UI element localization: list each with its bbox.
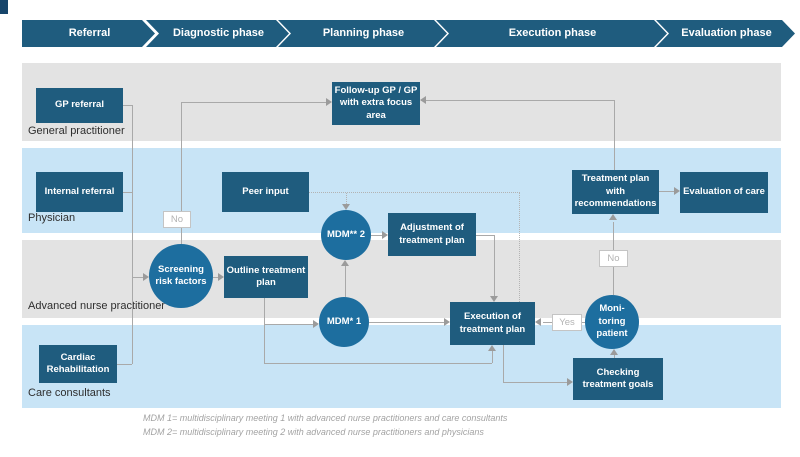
phase-chevron-evaluation: Evaluation phase: [656, 20, 795, 47]
connector-trec-to-followup: [421, 100, 615, 101]
flow-node-peer-input: Peer input: [222, 172, 309, 212]
connector-execution-down: [503, 345, 504, 382]
flow-node-outline-treatment-plan: Outline treatment plan: [224, 256, 308, 298]
flow-node-gp-referral: GP referral: [36, 88, 123, 123]
decision-label-no-monitoring: No: [599, 250, 628, 267]
flow-node-treatment-plan-recommendations: Treatment plan with recommendations: [572, 170, 659, 214]
connector-execution-to-checking: [503, 382, 567, 383]
flow-node-screening-risk-factors: Screening risk factors: [149, 244, 213, 308]
arrowhead-into-trec-bottom: [609, 214, 617, 220]
arrowhead-into-monitoring: [610, 349, 618, 355]
connector-outline-to-execution: [264, 363, 492, 364]
connector-up-into-execution: [492, 351, 493, 363]
arrowhead-into-mdm1: [313, 320, 319, 328]
connector-to-screening: [132, 277, 143, 278]
flow-node-mdm1: MDM* 1: [319, 297, 369, 347]
arrowhead-into-adjustment: [382, 231, 388, 239]
connector-peer-to-mdm2-dotted: [346, 193, 347, 204]
connector-trec-up: [614, 100, 615, 170]
arrowhead-into-checking: [567, 378, 573, 386]
arrowhead-into-followup-left: [326, 98, 332, 106]
connector-internal-referral-out: [123, 192, 132, 193]
flow-node-execution-treatment-plan: Execution of treatment plan: [450, 302, 535, 345]
flow-node-mdm2: MDM** 2: [321, 210, 371, 260]
flow-node-adjustment-treatment-plan: Adjustment of treatment plan: [388, 213, 476, 256]
connector-screening-to-outline: [213, 277, 218, 278]
arrowhead-into-execution-right: [535, 318, 541, 326]
connector-referral-trunk: [132, 105, 133, 364]
connector-peer-dotted-v: [519, 192, 520, 302]
lane-label-advanced-nurse-practitioner: Advanced nurse practitioner: [28, 300, 165, 312]
flow-node-evaluation-of-care: Evaluation of care: [680, 172, 768, 213]
connector-peer-dotted-h: [309, 192, 520, 193]
arrowhead-into-followup-right: [420, 96, 426, 104]
flow-node-followup-gp: Follow-up GP / GP with extra focus area: [332, 82, 420, 125]
arrowhead-into-mdm2-bottom: [341, 260, 349, 266]
connector-checking-to-monitoring: [614, 353, 615, 358]
arrowhead-into-execution-left: [444, 318, 450, 326]
phase-chevron-planning: Planning phase: [278, 20, 447, 47]
phase-chevron-execution: Execution phase: [436, 20, 667, 47]
connector-trec-to-evaluation: [659, 191, 678, 192]
phase-chevron-diagnostic: Diagnostic phase: [146, 20, 289, 47]
connector-mdm1-to-mdm2: [345, 266, 346, 297]
connector-mdm2-to-adjustment: [371, 235, 382, 236]
arrowhead-into-execution-top: [490, 296, 498, 302]
flow-node-cardiac-rehabilitation: Cardiac Rehabilitation: [39, 345, 117, 383]
lane-care-consultants: [22, 325, 781, 408]
arrowhead-into-screening: [143, 273, 149, 281]
arrowhead-into-mdm2-top: [342, 204, 350, 210]
flow-node-monitoring-patient: Moni-toring patient: [585, 295, 639, 349]
flow-node-internal-referral: Internal referral: [36, 172, 123, 212]
connector-mdm1-to-execution: [369, 322, 444, 323]
arrowhead-into-evaluation: [674, 187, 680, 195]
flow-node-checking-treatment-goals: Checking treatment goals: [573, 358, 663, 400]
connector-outline-down: [264, 298, 265, 363]
connector-gp-referral-out: [123, 105, 132, 106]
decision-label-yes-monitoring: Yes: [552, 314, 582, 331]
connector-cardiac-out: [117, 364, 132, 365]
phase-chevron-referral: Referral: [22, 20, 155, 47]
connector-screening-no-up: [181, 102, 182, 244]
connector-no-to-followup: [181, 102, 326, 103]
lane-label-general-practitioner: General practitioner: [28, 125, 125, 137]
connector-adjustment-down: [494, 235, 495, 296]
corner-artifact: [0, 0, 8, 14]
decision-label-no-screening: No: [163, 211, 191, 228]
arrowhead-into-outline: [218, 273, 224, 281]
footnote-mdm2: MDM 2= multidisciplinary meeting 2 with …: [143, 427, 484, 437]
lane-label-care-consultants: Care consultants: [28, 387, 111, 399]
connector-adjustment-out: [476, 235, 494, 236]
lane-label-physician: Physician: [28, 212, 76, 224]
footnote-mdm1: MDM 1= multidisciplinary meeting 1 with …: [143, 413, 508, 423]
connector-outline-to-mdm1: [264, 324, 313, 325]
arrowhead-into-execution-bottom: [488, 345, 496, 351]
